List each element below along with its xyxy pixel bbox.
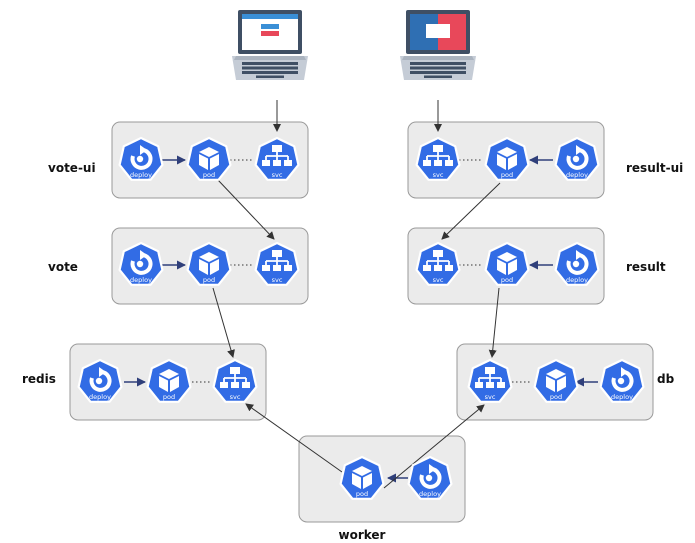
label-result-ui: result-ui <box>626 161 683 175</box>
label-vote: vote <box>48 260 78 274</box>
label-redis: redis <box>22 372 56 386</box>
conn-result-ui-to-result <box>441 182 501 240</box>
svg-text:svc: svc <box>272 276 283 284</box>
conn-vote-ui-to-vote <box>217 179 275 240</box>
conn-vote-to-redis <box>212 287 235 358</box>
vote-ui-service-icon: svc <box>254 136 300 181</box>
db-service-icon: svc <box>467 358 513 403</box>
svg-text:pod: pod <box>203 276 215 284</box>
conn-worker-to-db <box>383 404 485 489</box>
redis-deployment-icon: deploy <box>77 358 123 403</box>
svg-text:pod: pod <box>550 393 562 401</box>
result-laptop <box>400 10 476 80</box>
conn-result-to-db <box>488 287 500 358</box>
result-ui-pod-icon: pod <box>484 136 530 181</box>
label-vote-ui: vote-ui <box>48 161 96 175</box>
vote-laptop <box>232 10 308 80</box>
svg-text:deploy: deploy <box>611 393 633 401</box>
label-db: db <box>657 372 675 386</box>
result-ui-deployment-icon: deploy <box>554 136 600 181</box>
result-pod-icon: pod <box>484 241 530 286</box>
svg-text:svc: svc <box>433 276 444 284</box>
svg-text:pod: pod <box>501 171 513 179</box>
svg-text:pod: pod <box>203 171 215 179</box>
svg-text:deploy: deploy <box>566 171 588 179</box>
vote-service-icon: svc <box>254 241 300 286</box>
result-ui-service-icon: svc <box>415 136 461 181</box>
vote-ui-deployment-icon: deploy <box>118 136 164 181</box>
db-pod-icon: pod <box>533 358 579 403</box>
redis-service-icon: svc <box>212 358 258 403</box>
worker-pod-icon: pod <box>339 455 385 500</box>
svg-text:svc: svc <box>272 171 283 179</box>
vote-pod-icon: pod <box>186 241 232 286</box>
vote-ui-pod-icon: pod <box>186 136 232 181</box>
svg-text:deploy: deploy <box>419 490 441 498</box>
vote-deployment-icon: deploy <box>118 241 164 286</box>
svg-text:pod: pod <box>501 276 513 284</box>
svg-text:svc: svc <box>433 171 444 179</box>
redis-pod-icon: pod <box>146 358 192 403</box>
conn-worker-to-redis <box>245 403 343 473</box>
db-deployment-icon: deploy <box>599 358 645 403</box>
svg-text:svc: svc <box>485 393 496 401</box>
svg-text:pod: pod <box>163 393 175 401</box>
result-service-icon: svc <box>415 241 461 286</box>
svg-text:deploy: deploy <box>130 171 152 179</box>
svg-text:deploy: deploy <box>89 393 111 401</box>
label-worker: worker <box>339 528 386 542</box>
svg-text:svc: svc <box>230 393 241 401</box>
svg-text:pod: pod <box>356 490 368 498</box>
svg-text:deploy: deploy <box>130 276 152 284</box>
worker-deployment-icon: deploy <box>407 455 453 500</box>
label-result: result <box>626 260 666 274</box>
svg-text:deploy: deploy <box>566 276 588 284</box>
result-deployment-icon: deploy <box>554 241 600 286</box>
